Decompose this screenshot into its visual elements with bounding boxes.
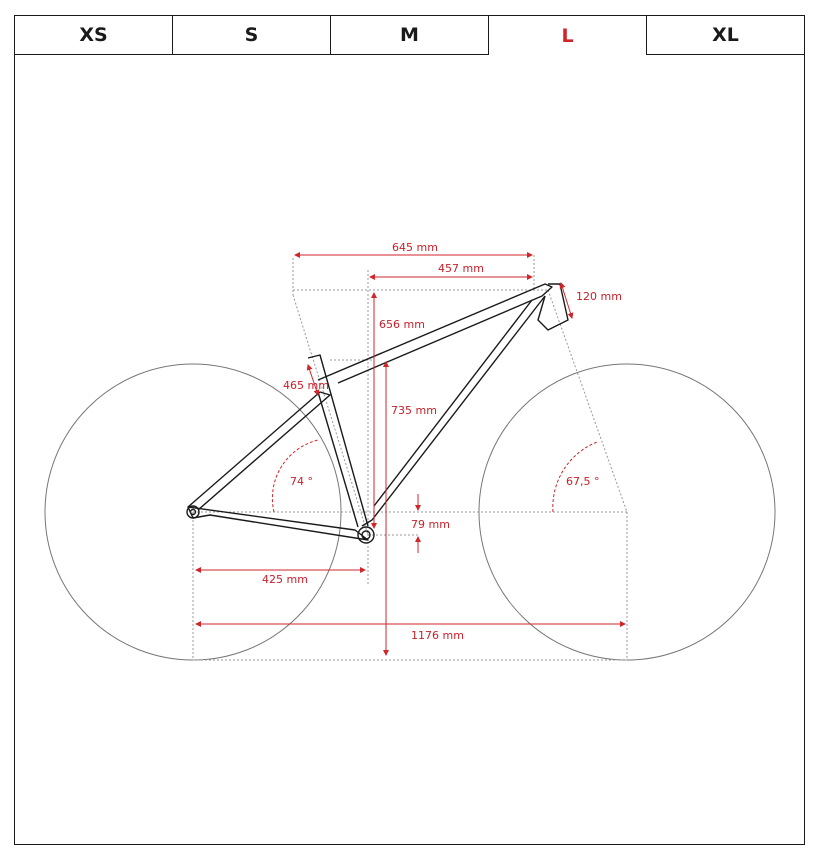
head-tube-label: 120 mm	[576, 290, 622, 303]
reach-total-label: 645 mm	[392, 241, 438, 254]
head-angle-label: 67,5 °	[566, 475, 600, 488]
guide-lines	[192, 255, 628, 661]
stack-height-label: 735 mm	[391, 404, 437, 417]
tab-size-m[interactable]: M	[331, 16, 489, 55]
stack-label: 656 mm	[379, 318, 425, 331]
tab-size-xs[interactable]: XS	[15, 16, 173, 55]
tab-size-l[interactable]: L	[489, 16, 647, 55]
angle-arcs	[271, 439, 598, 513]
reach-label: 457 mm	[438, 262, 484, 275]
tab-size-s[interactable]: S	[173, 16, 331, 55]
size-tabs: XS S M L XL	[15, 16, 804, 55]
geometry-panel: XS S M L XL	[14, 15, 805, 845]
bike-frame	[186, 283, 569, 544]
chainstay-label: 425 mm	[262, 573, 308, 586]
tab-size-xl[interactable]: XL	[647, 16, 804, 55]
bb-drop-label: 79 mm	[411, 518, 450, 531]
dimension-lines	[195, 252, 626, 656]
wheelbase-label: 1176 mm	[411, 629, 464, 642]
seat-tube-label: 465 mm	[283, 379, 329, 392]
seat-angle-label: 74 °	[290, 475, 313, 488]
